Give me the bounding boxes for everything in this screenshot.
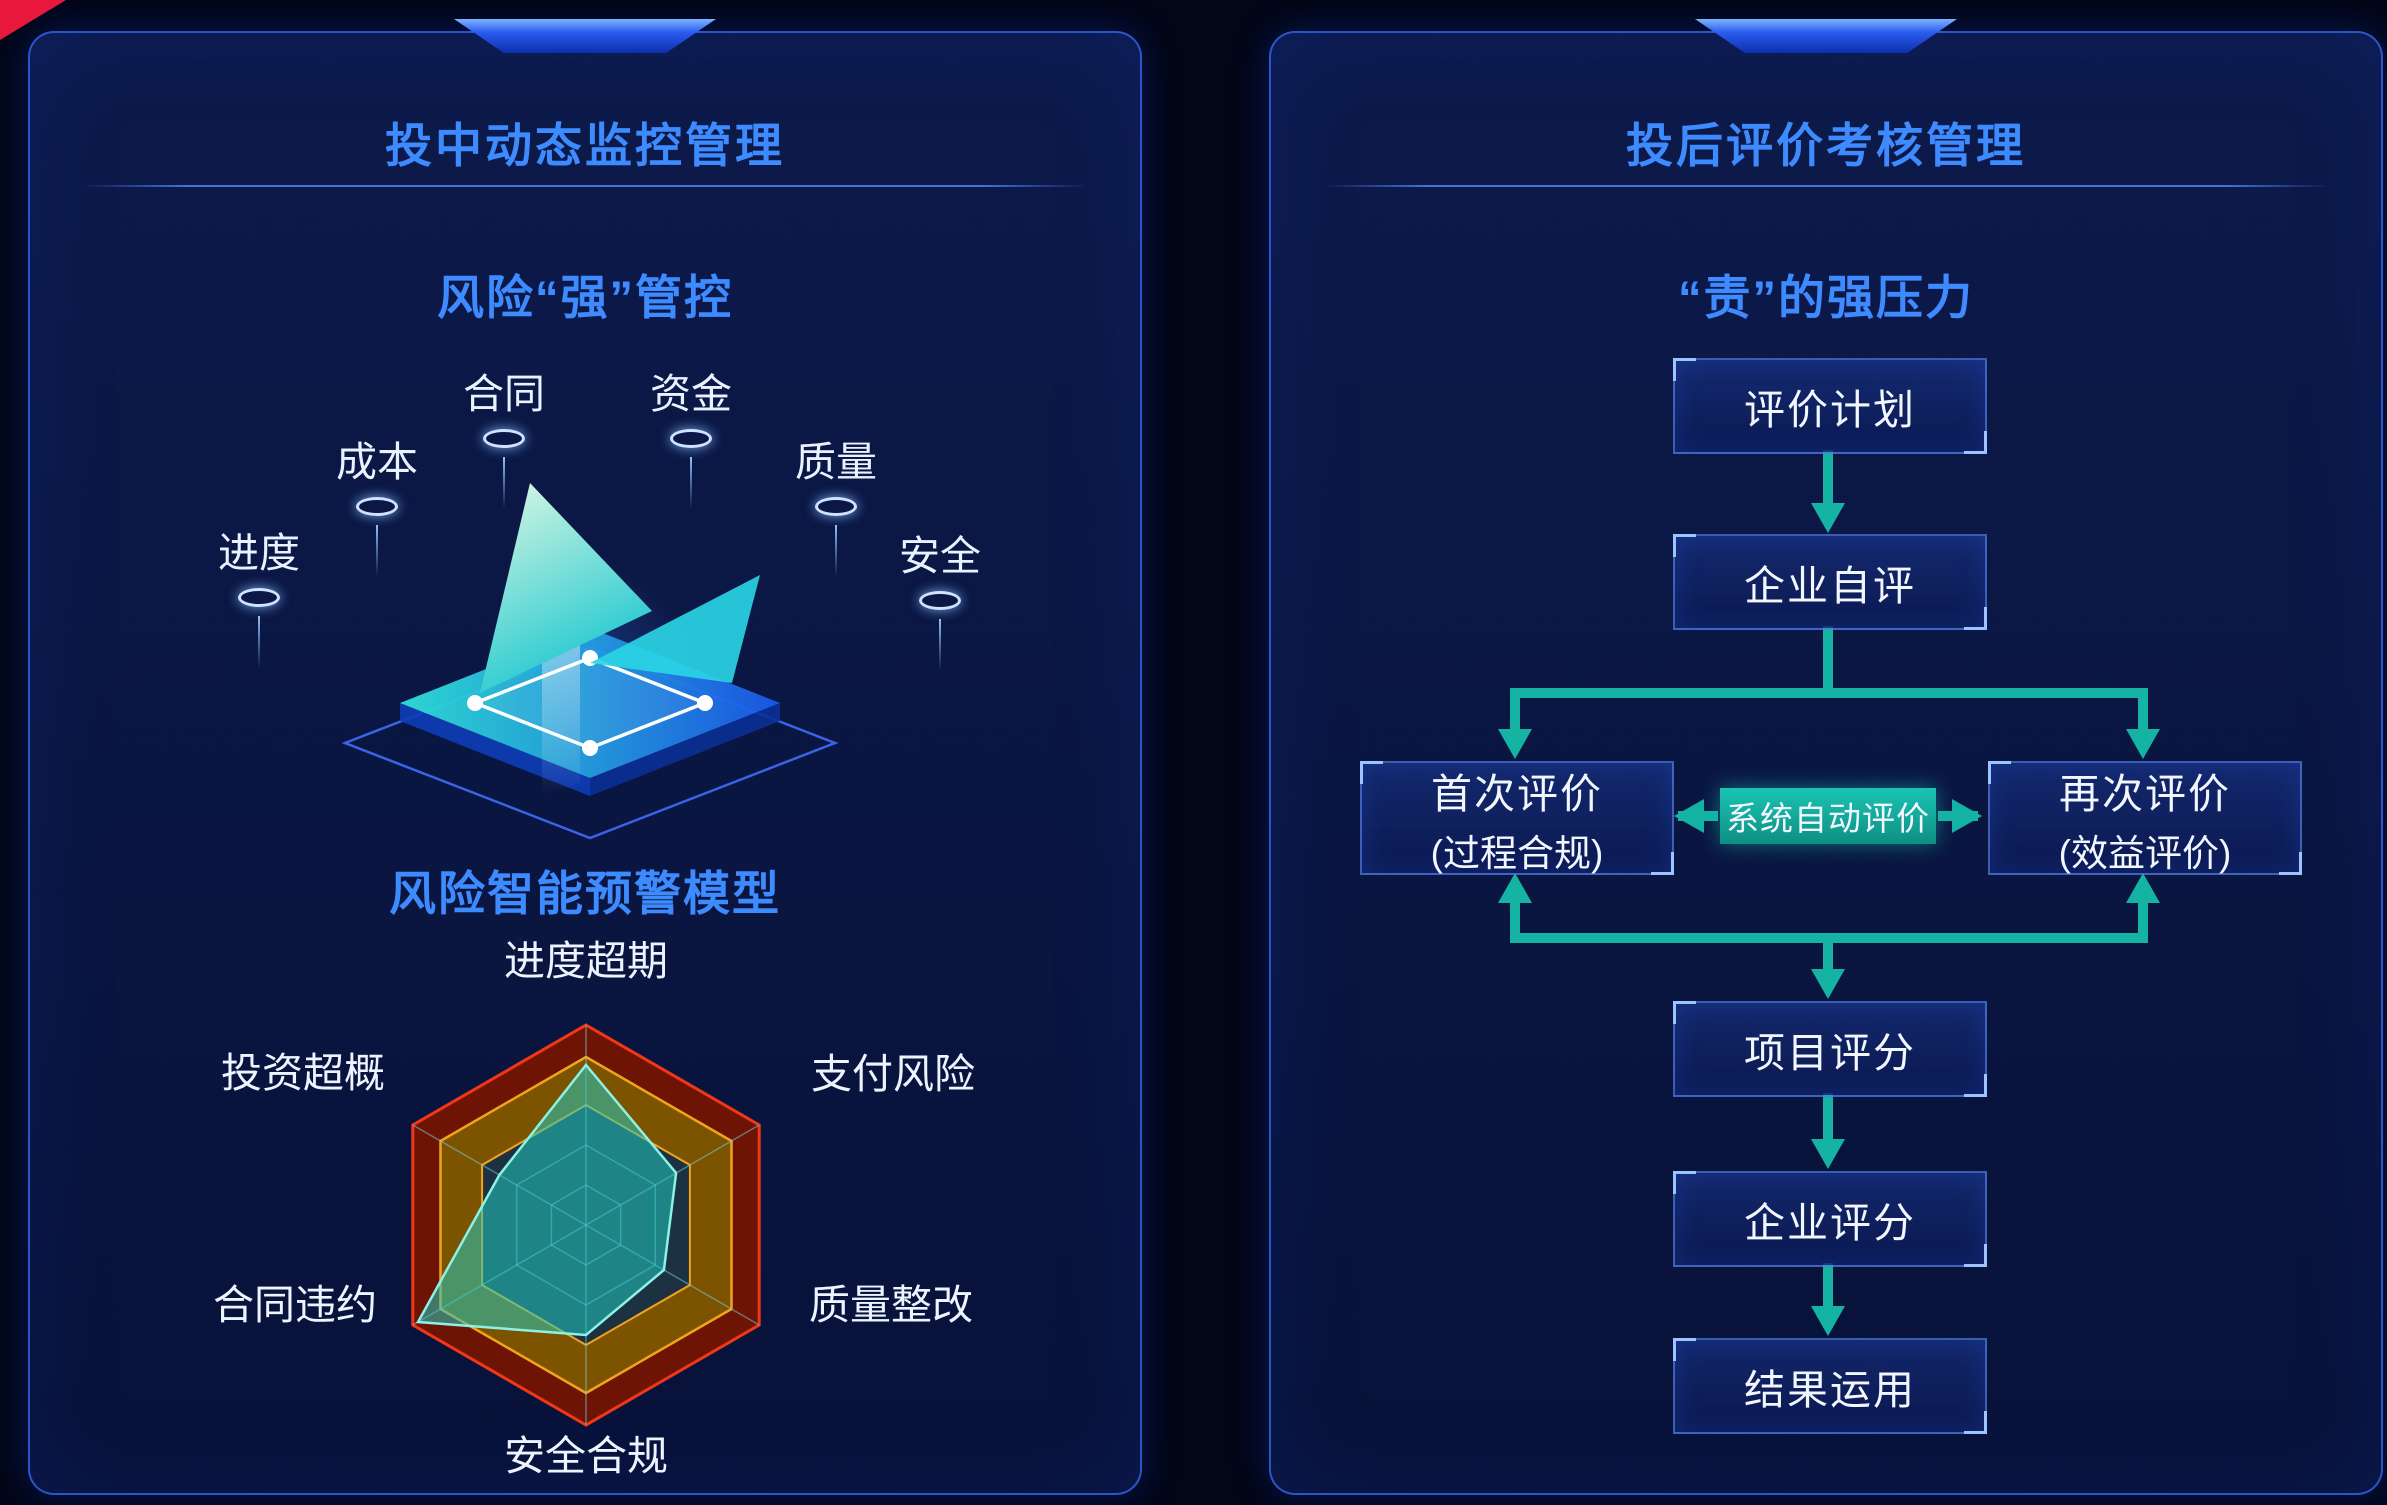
right-panel-title: 投后评价考核管理 — [1626, 119, 2026, 172]
marker-stem — [503, 457, 505, 509]
radar-axis-label-lower-right: 质量整改 — [809, 1282, 973, 1328]
monitor-point-progress: 进度 — [184, 519, 334, 668]
marker-stem — [376, 525, 378, 577]
marker-stem — [835, 525, 837, 577]
flow-box-project-score: 项目评分 — [1673, 1001, 1987, 1097]
radar-chart — [411, 1023, 761, 1427]
flow-box-label: 项目评分 — [1744, 1030, 1916, 1076]
panel-tab-decoration — [454, 19, 716, 53]
radar-chart-title: 风险智能预警模型 — [389, 867, 781, 920]
radar-axis-label-upper-right: 支付风险 — [811, 1051, 975, 1097]
radar-axis-label-lower-left: 合同违约 — [213, 1282, 377, 1328]
ring-marker-icon — [238, 588, 280, 607]
flow-box-label: 评价计划 — [1744, 387, 1916, 433]
panel-investment-monitoring: 投中动态监控管理 风险“强”管控 — [28, 19, 1142, 1495]
flow-box-sublabel: (过程合规) — [1430, 832, 1604, 874]
title-divider — [86, 185, 1084, 187]
flow-box-label: 企业自评 — [1744, 563, 1916, 609]
marker-stem — [258, 616, 260, 668]
flow-box-sublabel: (效益评价) — [2058, 832, 2232, 874]
radar-axis-label-top: 进度超期 — [504, 938, 668, 984]
right-panel-subtitle: “责”的强压力 — [1678, 271, 1974, 324]
flow-connectors — [1498, 450, 2160, 1336]
monitor-point-label: 资金 — [650, 371, 732, 417]
flow-box-auto-evaluation: 系统自动评价 — [1720, 788, 1936, 844]
monitor-point-funds: 资金 — [616, 360, 766, 509]
ring-marker-icon — [356, 497, 398, 516]
flow-box-label: 首次评价 — [1431, 770, 1603, 817]
left-panel-title: 投中动态监控管理 — [385, 119, 785, 172]
flow-box-result-application: 结果运用 — [1673, 1338, 1987, 1434]
radar-axis-label-upper-left: 投资超概 — [221, 1050, 385, 1096]
panel-post-investment-evaluation: 投后评价考核管理 “责”的强压力 评价计划 企业自评 首次评价 (过程合规) 系… — [1269, 19, 2383, 1495]
flow-box-label: 再次评价 — [2059, 770, 2231, 817]
flow-box-second-evaluation: 再次评价 (效益评价) — [1988, 761, 2302, 875]
monitor-point-label: 质量 — [795, 439, 877, 485]
monitor-point-label: 进度 — [218, 530, 300, 576]
risk-control-illustration — [341, 483, 839, 840]
flow-box-enterprise-self-eval: 企业自评 — [1673, 534, 1987, 630]
radar-axis-label-bottom: 安全合规 — [504, 1433, 668, 1479]
title-divider — [1327, 185, 2325, 187]
flow-box-label: 结果运用 — [1744, 1367, 1916, 1413]
flow-box-label: 系统自动评价 — [1726, 800, 1930, 837]
monitor-point-label: 合同 — [463, 371, 545, 417]
ring-marker-icon — [483, 429, 525, 448]
flow-box-label: 企业评分 — [1744, 1200, 1916, 1246]
monitor-point-label: 安全 — [899, 533, 981, 579]
marker-stem — [690, 457, 692, 509]
flow-box-enterprise-score: 企业评分 — [1673, 1171, 1987, 1267]
monitor-point-cost: 成本 — [302, 428, 452, 577]
flow-box-first-evaluation: 首次评价 (过程合规) — [1360, 761, 1674, 875]
left-panel-subtitle: 风险“强”管控 — [437, 271, 733, 324]
ring-marker-icon — [670, 429, 712, 448]
monitor-point-label: 成本 — [336, 439, 418, 485]
marker-stem — [939, 619, 941, 671]
monitor-point-quality: 质量 — [761, 428, 911, 577]
panel-tab-decoration — [1695, 19, 1957, 53]
ring-marker-icon — [815, 497, 857, 516]
monitor-point-contract: 合同 — [429, 360, 579, 509]
monitor-point-safety: 安全 — [865, 522, 1015, 671]
ring-marker-icon — [919, 591, 961, 610]
flow-box-evaluation-plan: 评价计划 — [1673, 358, 1987, 454]
